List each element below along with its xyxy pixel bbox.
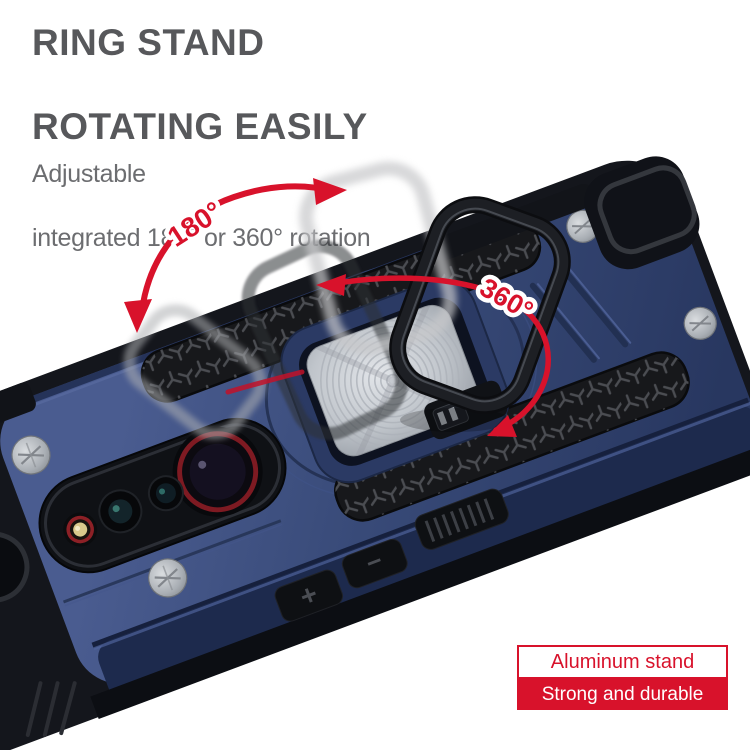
volume-down-button (341, 538, 408, 589)
hinge-pin (437, 411, 448, 426)
screw (148, 558, 188, 598)
arrowhead-360-left (316, 274, 346, 296)
camera-flash (63, 512, 98, 547)
corner-bumper-top-right (584, 156, 700, 270)
power-button-ridges (424, 498, 495, 543)
camera-main-lens (172, 426, 263, 517)
screws (11, 209, 717, 598)
page-subtitle: Adjustable integrated 180° or 360° rotat… (32, 158, 371, 254)
top-left-bumper-tab (0, 382, 36, 430)
ghost-ring-flat (123, 304, 267, 440)
rotation-arrow-360 (329, 275, 552, 433)
header: RING STAND ROTATING EASILY Adjustable in… (32, 22, 371, 254)
rotation-arrow-360-back (225, 369, 305, 395)
arrowhead-360-down (487, 415, 517, 437)
badge-strong-durable: Strong and durable (517, 679, 728, 710)
ghost-ring-leaning (241, 239, 409, 441)
feature-badges: Aluminum stand Strong and durable (517, 645, 728, 710)
title-line2: ROTATING EASILY (32, 106, 368, 148)
volume-up-button (274, 569, 344, 622)
arrowhead-180-right (313, 178, 347, 205)
corner-ridges (25, 681, 77, 737)
case-bottom-shadow (90, 437, 750, 720)
arrowhead-180-down (124, 299, 152, 333)
ring-shadow (400, 408, 510, 432)
camera-lens-medium (98, 489, 143, 534)
title-line1: RING STAND (32, 22, 265, 63)
hinge-pin (448, 406, 459, 422)
page-title: RING STAND ROTATING EASILY (32, 22, 370, 149)
rotation-arrow-180 (139, 183, 335, 313)
camera-lens-small (147, 475, 184, 512)
screw (683, 306, 717, 340)
side-buttons: + − (274, 488, 509, 622)
case-side-wall (98, 405, 750, 704)
subtitle-line1: Adjustable (32, 159, 146, 188)
screw (11, 435, 51, 475)
left-end-bumper (0, 531, 77, 737)
badge-aluminum-stand: Aluminum stand (517, 645, 728, 679)
camera-module (38, 417, 287, 574)
power-button (414, 488, 509, 550)
